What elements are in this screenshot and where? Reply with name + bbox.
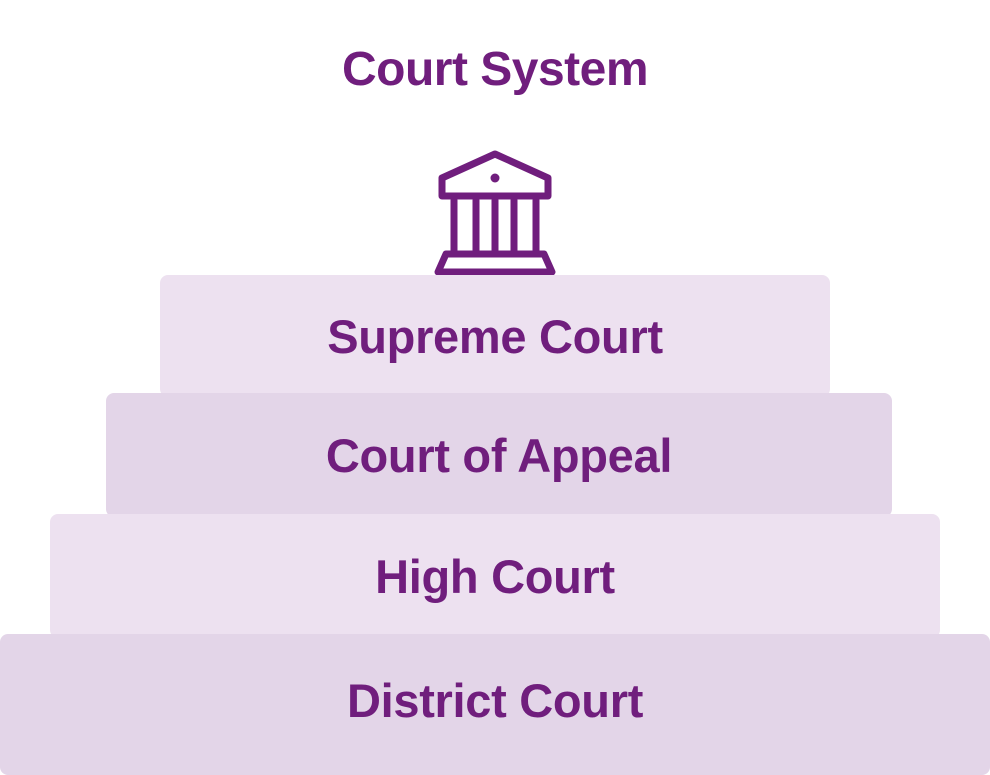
page-title: Court System <box>341 43 649 96</box>
courthouse-icon <box>434 150 556 276</box>
tier-high-court: High Court <box>50 514 940 638</box>
tier-district-court: District Court <box>0 634 990 775</box>
tier-supreme-court: Supreme Court <box>160 275 830 397</box>
tier-court-of-appeal: Court of Appeal <box>106 393 892 517</box>
